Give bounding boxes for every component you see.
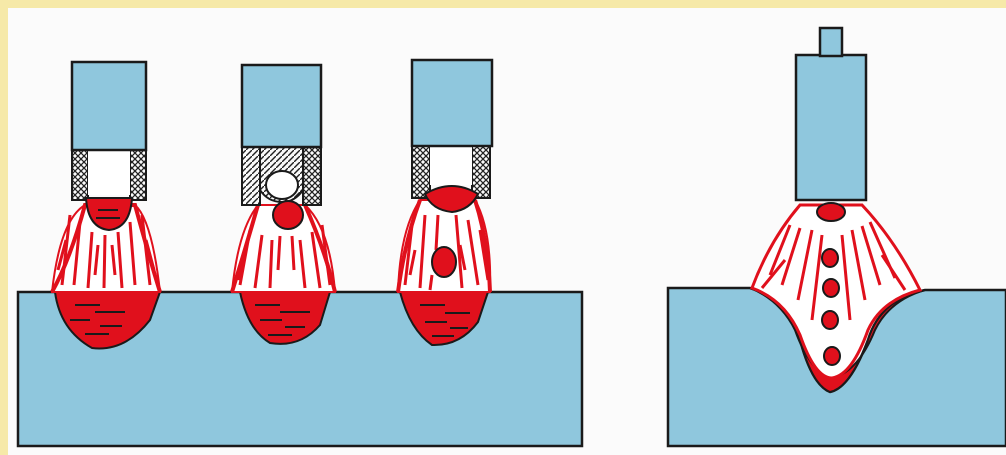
left-workpiece [18, 292, 582, 446]
flux-coating-icon [242, 145, 260, 205]
droplet-icon [822, 311, 838, 329]
electrode-icon [242, 65, 321, 147]
droplet-icon [824, 347, 840, 365]
electrode-stage-3 [398, 60, 492, 292]
electrode-icon [796, 55, 866, 200]
electrode-stage-2 [232, 65, 335, 292]
droplet-icon [432, 247, 456, 277]
flux-coating-icon [412, 143, 430, 198]
electrode-stage-1 [52, 62, 160, 292]
electrode-icon [72, 62, 146, 150]
droplet-icon [822, 249, 838, 267]
droplet-icon [273, 201, 303, 229]
droplet-icon [823, 279, 839, 297]
electrode-icon [412, 60, 492, 146]
flux-coating-icon [72, 148, 88, 200]
